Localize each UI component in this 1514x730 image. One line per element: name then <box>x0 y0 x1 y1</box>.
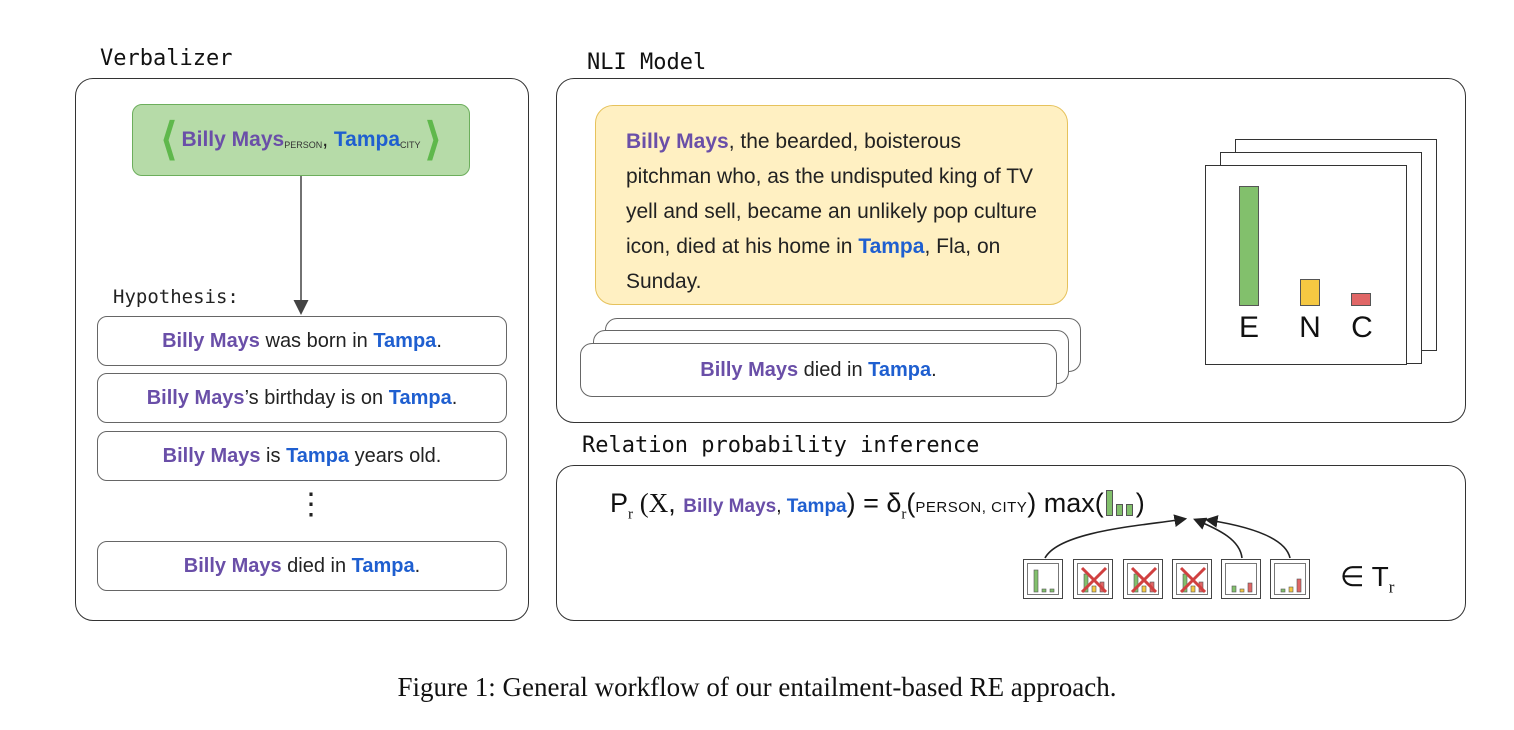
formula-max: max( <box>1036 488 1104 518</box>
invalid-template-icon <box>1172 559 1212 599</box>
label-entailment: E <box>1238 311 1259 344</box>
hyp-text: is <box>260 444 287 467</box>
entity-separator: , <box>322 128 334 151</box>
hyp-end: . <box>436 329 442 352</box>
hyp-end: . <box>414 554 421 577</box>
premise-text: , the bearded, boisterous pitchman who, … <box>626 130 1037 258</box>
relation-formula: Pr (X, Billy Mays, Tampa) = δr(PERSON, C… <box>610 488 1145 523</box>
contradiction-bar <box>1351 292 1371 306</box>
ellipsis-icon: ⋮ <box>296 488 326 521</box>
formula-open: ( <box>633 488 649 518</box>
membership-sub: r <box>1388 577 1395 597</box>
nli-hyp-entity1: Billy Mays <box>700 358 799 381</box>
membership-text: ∈ T <box>1340 561 1389 592</box>
formula-delta-sub: r <box>901 506 907 523</box>
hyp-entity1: Billy Mays <box>162 329 260 352</box>
hyp-entity1: Billy Mays <box>146 386 245 409</box>
nli-hyp-text: died in <box>798 358 869 381</box>
nli-score-card: E N C <box>1205 165 1407 365</box>
nli-title: NLI Model <box>587 50 707 75</box>
inference-panel <box>556 465 1466 621</box>
invalid-template-icon <box>1123 559 1163 599</box>
formula-type1: PERSON <box>915 499 982 516</box>
invalid-template-icon <box>1073 559 1113 599</box>
hypothesis-item: Billy Mays is Tampa years old. <box>97 431 507 481</box>
valid-template-icon <box>1221 559 1261 599</box>
neutral-bar <box>1300 279 1320 306</box>
premise-entity2: Tampa <box>858 235 925 258</box>
nli-hyp-entity2: Tampa <box>868 358 932 381</box>
hyp-text: ’s birthday is on <box>244 386 389 409</box>
valid-template-icon <box>1270 559 1310 599</box>
hypothesis-item: Billy Mays’s birthday is on Tampa. <box>97 373 507 423</box>
hyp-entity1: Billy Mays <box>162 444 261 467</box>
label-neutral: N <box>1299 311 1321 344</box>
entailment-bar <box>1239 186 1259 306</box>
membership-symbol: ∈ Tr <box>1340 560 1394 598</box>
max-bars-icon <box>1104 490 1136 516</box>
formula-entity2: Tampa <box>786 496 847 517</box>
hyp-entity2: Tampa <box>388 386 452 409</box>
formula-p-sub: r <box>628 506 634 523</box>
formula-comma: , <box>668 488 684 518</box>
formula-p: P <box>610 488 629 518</box>
open-bracket-icon: ⟨ <box>160 115 178 164</box>
hyp-entity2: Tampa <box>373 329 437 352</box>
formula-x: X <box>648 488 669 518</box>
hyp-entity2: Tampa <box>286 444 350 467</box>
nli-hyp-end: . <box>931 358 937 381</box>
premise-entity1: Billy Mays <box>626 130 729 153</box>
hyp-text: was born in <box>259 329 374 352</box>
premise-box: Billy Mays, the bearded, boisterous pitc… <box>595 105 1068 305</box>
hypothesis-item: Billy Mays was born in Tampa. <box>97 316 507 366</box>
premise-end: , Fla, on Sunday. <box>626 235 1001 293</box>
formula-equals: ) = <box>846 488 887 518</box>
verbalizer-title: Verbalizer <box>100 46 233 71</box>
hyp-entity2: Tampa <box>351 554 415 577</box>
formula-comma: , <box>981 499 992 516</box>
close-bracket-icon: ⟩ <box>424 115 442 164</box>
nli-hypothesis-card: Billy Mays died in Tampa. <box>580 343 1057 397</box>
formula-paren: ( <box>906 488 916 518</box>
hypothesis-label: Hypothesis: <box>113 286 239 308</box>
entity-pair-box: ⟨ Billy MaysPERSON, TampaCITY ⟩ <box>132 104 470 176</box>
figure-caption: Figure 1: General workflow of our entail… <box>397 672 1117 702</box>
formula-entity1: Billy Mays <box>683 496 777 517</box>
inference-title: Relation probability inference <box>582 433 980 458</box>
entity2-name: Tampa <box>333 128 401 151</box>
hyp-text: died in <box>281 554 352 577</box>
hyp-end: . <box>451 386 458 409</box>
formula-comma: , <box>776 496 787 517</box>
formula-paren: ) <box>1135 488 1145 518</box>
entity2-type: CITY <box>400 140 421 150</box>
entity1-name: Billy Mays <box>181 128 285 151</box>
hyp-end: years old. <box>349 444 442 467</box>
label-contradiction: C <box>1351 311 1373 344</box>
hypothesis-item: Billy Mays died in Tampa. <box>97 541 507 591</box>
formula-type2: CITY <box>991 499 1028 516</box>
formula-paren: ) <box>1027 488 1037 518</box>
formula-delta: δ <box>886 488 902 518</box>
valid-template-icon <box>1023 559 1063 599</box>
entity1-type: PERSON <box>284 140 323 150</box>
hyp-entity1: Billy Mays <box>183 554 282 577</box>
